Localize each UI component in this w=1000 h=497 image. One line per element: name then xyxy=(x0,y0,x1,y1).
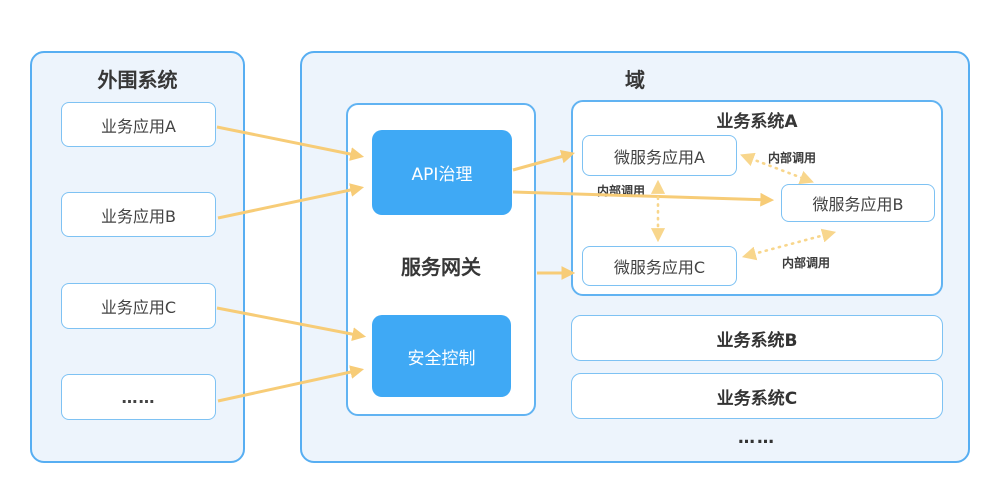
business-system-b-box: 业务系统B xyxy=(571,315,943,361)
business-app-a-box: 业务应用A xyxy=(61,102,216,147)
more-systems-ellipsis: …… xyxy=(738,428,776,448)
service-gateway-title: 服务网关 xyxy=(401,255,481,279)
business-system-b-label: 业务系统B xyxy=(716,330,798,351)
business-system-c-box: 业务系统C xyxy=(571,373,943,419)
microservice-app-c-box: 微服务应用C xyxy=(582,246,737,286)
business-app-a-label: 业务应用A xyxy=(101,116,176,136)
security-control-box: 安全控制 xyxy=(372,315,511,397)
microservice-app-b-label: 微服务应用B xyxy=(812,195,904,214)
internal-call-label-bottom: 内部调用 xyxy=(782,256,831,270)
microservice-app-c-label: 微服务应用C xyxy=(613,258,706,277)
domain-title: 域 xyxy=(625,68,645,92)
more-apps-ellipsis-label: …… xyxy=(121,387,156,407)
microservice-app-a-label: 微服务应用A xyxy=(614,147,705,167)
microservice-app-a-box: 微服务应用A xyxy=(582,135,737,176)
business-system-c-label: 业务系统C xyxy=(716,388,798,409)
more-apps-ellipsis-box: …… xyxy=(61,374,216,420)
microservice-app-b-box: 微服务应用B xyxy=(781,184,935,222)
internal-call-label-left: 内部调用 xyxy=(597,184,646,198)
business-app-c-label: 业务应用C xyxy=(100,298,177,317)
api-governance-label: API治理 xyxy=(411,165,473,185)
business-app-b-label: 业务应用B xyxy=(101,206,176,226)
business-app-c-box: 业务应用C xyxy=(61,283,216,329)
security-control-label: 安全控制 xyxy=(407,348,476,369)
business-app-b-box: 业务应用B xyxy=(61,192,216,237)
peripheral-systems-title: 外围系统 xyxy=(97,68,178,92)
business-system-a-title: 业务系统A xyxy=(716,112,798,132)
api-governance-box: API治理 xyxy=(372,130,512,215)
internal-call-label-top: 内部调用 xyxy=(768,151,817,165)
